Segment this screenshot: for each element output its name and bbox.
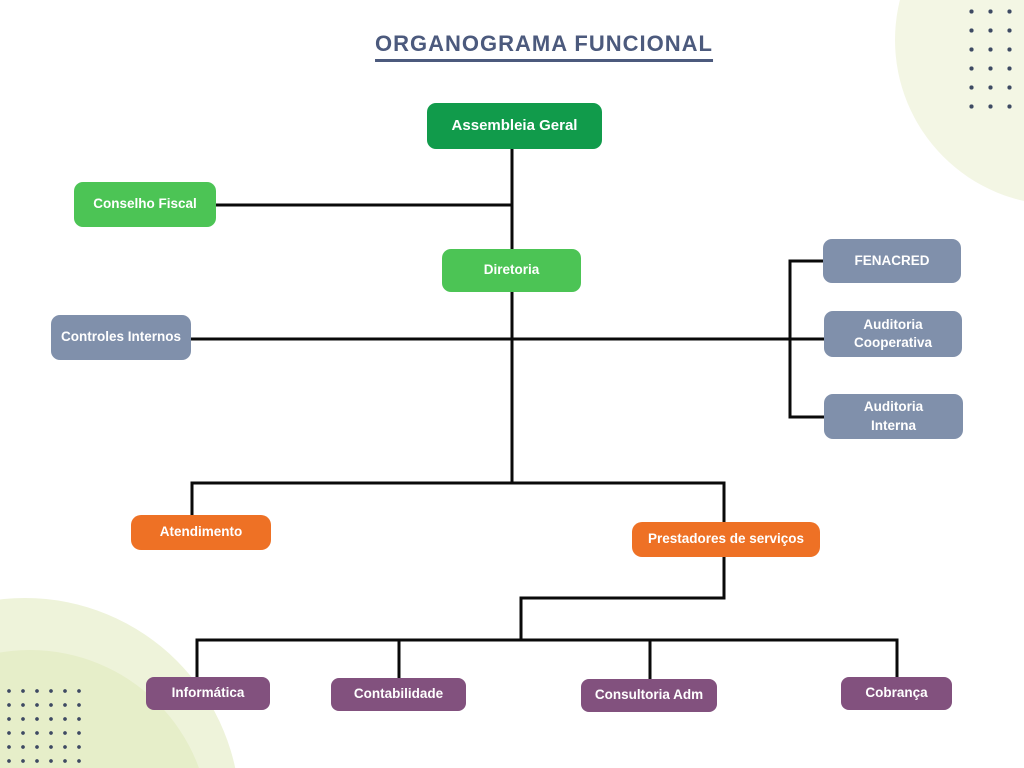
auditoria-interna: Auditoria Interna xyxy=(824,394,963,439)
page-title: ORGANOGRAMA FUNCIONAL xyxy=(375,31,713,62)
diretoria: Diretoria xyxy=(442,249,581,292)
prestadores-de-servicos: Prestadores de serviços xyxy=(632,522,820,557)
consultoria-adm: Consultoria Adm xyxy=(581,679,717,712)
assembleia-geral: Assembleia Geral xyxy=(427,103,602,149)
atendimento: Atendimento xyxy=(131,515,271,550)
informatica: Informática xyxy=(146,677,270,710)
dot-grid-bottom-left xyxy=(2,684,88,768)
conselho-fiscal: Conselho Fiscal xyxy=(74,182,216,227)
dot-grid-top-right xyxy=(962,2,1022,118)
controles-internos: Controles Internos xyxy=(51,315,191,360)
cobranca: Cobrança xyxy=(841,677,952,710)
fenacred: FENACRED xyxy=(823,239,961,283)
contabilidade: Contabilidade xyxy=(331,678,466,711)
auditoria-cooperativa: Auditoria Cooperativa xyxy=(824,311,962,357)
